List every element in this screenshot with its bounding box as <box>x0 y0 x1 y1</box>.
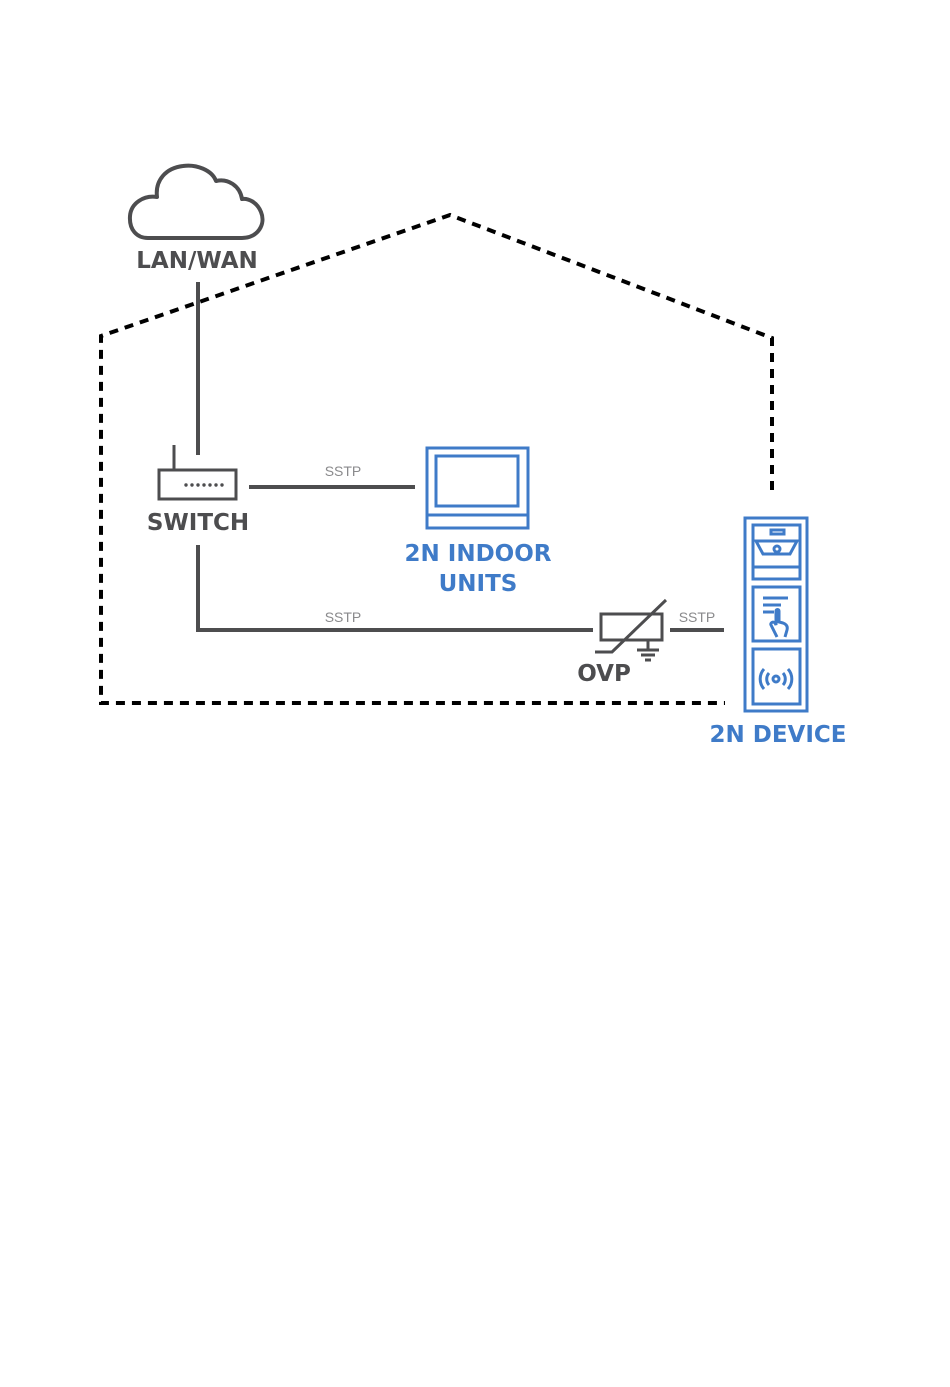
device-label: 2N DEVICE <box>709 722 846 748</box>
cloud-label: LAN/WAN <box>136 248 258 274</box>
ovp-label: OVP <box>577 661 631 687</box>
door-intercom-icon <box>745 518 807 711</box>
cloud-icon <box>130 166 263 238</box>
switch-label: SWITCH <box>147 510 249 536</box>
indoor-units-label-line1: 2N INDOOR <box>405 541 552 567</box>
monitor-icon <box>427 448 528 528</box>
cable-label-ovp-device: SSTP <box>679 609 716 625</box>
cable-label-switch-indoor: SSTP <box>325 463 362 479</box>
indoor-units-label-line2: UNITS <box>439 571 518 597</box>
surge-protector-icon <box>595 600 666 660</box>
cable-label-switch-ovp: SSTP <box>325 609 362 625</box>
